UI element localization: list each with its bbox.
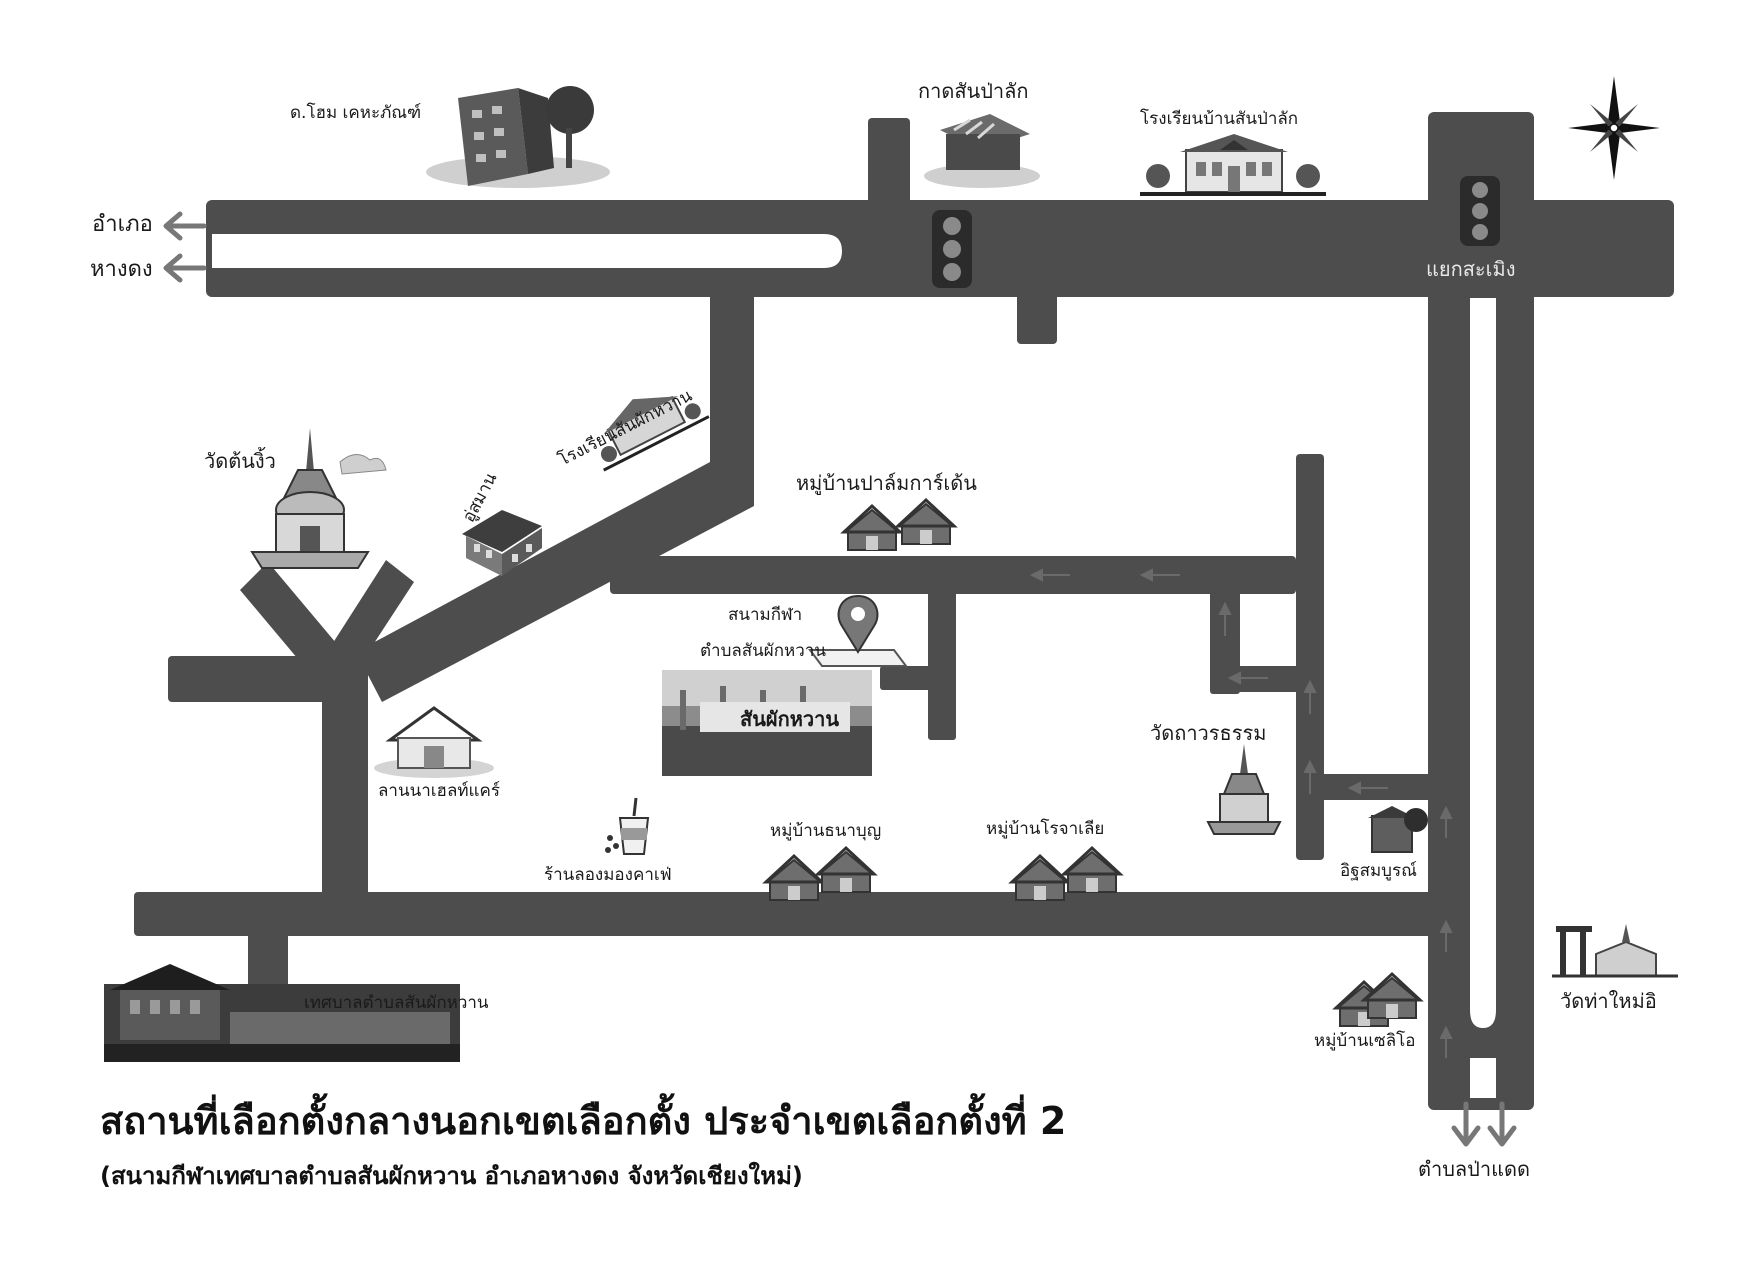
map-subtitle: (สนามกีฬาเทศบาลตำบลสันผักหวาน อำเภอหางดง… xyxy=(100,1161,803,1190)
arrow-left-icon xyxy=(1347,781,1388,795)
road-inner-vertical xyxy=(1296,454,1324,860)
direction-label-hangdong: หางดง xyxy=(90,257,153,282)
coffee-cup-icon xyxy=(605,797,650,855)
landmark-label-wat-thamai: วัดท่าใหม่อิ xyxy=(1560,989,1657,1013)
inner-loop-gap xyxy=(1240,594,1296,666)
landmark-label-homepro: ด.โฮม เคหะภัณฑ์ xyxy=(290,102,421,123)
landmark-label-stadium-line1: สนามกีฬา xyxy=(728,605,802,625)
landmark-label-lanna-health: ลานนาเฮลท์แคร์ xyxy=(378,781,500,801)
traffic-light-icon xyxy=(1460,176,1500,246)
house-icon xyxy=(1008,853,1072,901)
road-west xyxy=(168,656,368,702)
municipality-photo xyxy=(104,964,460,1062)
market-stall-icon xyxy=(924,114,1040,188)
landmark-label-market: กาดสันป่าลัก xyxy=(918,79,1029,103)
road-y-arm-right xyxy=(322,560,414,680)
road-stub-south xyxy=(1017,290,1057,344)
median-right xyxy=(1470,298,1496,1028)
landmark-label-municipality: เทศบาลตำบลสันผักหวาน xyxy=(304,993,489,1013)
landmark-label-stadium-line2: ตำบลสันผักหวาน xyxy=(700,641,826,661)
stadium-photo xyxy=(662,670,872,776)
arrow-left-icon xyxy=(1139,568,1180,582)
direction-label-amphoe: อำเภอ xyxy=(92,212,153,237)
arrow-up-icon xyxy=(1439,919,1453,952)
landmark-label-palm-garden: หมู่บ้านปาล์มการ์เด้น xyxy=(796,471,977,496)
house-icon xyxy=(762,853,826,901)
arrow-up-icon xyxy=(1439,805,1453,838)
arrow-south-icon xyxy=(1451,1101,1481,1147)
school-icon xyxy=(1140,134,1326,196)
temple-stupa-icon xyxy=(250,428,387,569)
road-middle xyxy=(610,556,1296,594)
road-medians xyxy=(212,234,1496,1098)
compass-rose-icon xyxy=(1568,76,1660,180)
house-icon xyxy=(840,503,904,551)
direction-arrows xyxy=(1029,568,1453,1058)
location-pin-icon xyxy=(808,594,908,667)
landmark-label-school-sanpalak: โรงเรียนบ้านสันป่าลัก xyxy=(1140,108,1298,129)
arrow-up-icon xyxy=(1303,759,1317,794)
arrow-up-icon xyxy=(1439,1025,1453,1058)
arrow-left-icon xyxy=(1029,568,1070,582)
arrow-west-icon xyxy=(163,211,207,241)
landmark-label-wat-tonngio: วัดต้นงิ้ว xyxy=(204,447,276,473)
landmark-label-rojaliang: หมู่บ้านโรจาเลีย xyxy=(986,818,1104,839)
house-icon xyxy=(814,845,878,893)
landmark-label-thanaboon: หมู่บ้านธนาบุญ xyxy=(770,821,881,841)
intersection-label: แยกสะเมิง xyxy=(1426,257,1515,281)
median-right-bottom xyxy=(1470,1058,1496,1098)
traffic-light-icon xyxy=(932,210,972,288)
road-north-branch xyxy=(868,118,910,208)
arrow-west-icon xyxy=(163,253,207,283)
direction-label-south: ตำบลป่าแดด xyxy=(1418,1157,1530,1181)
road-bottom-main xyxy=(134,892,1452,936)
landmark-label-wat-thawon: วัดถาวรธรรม xyxy=(1150,721,1266,745)
landmark-label-serio: หมู่บ้านเซลิโอ xyxy=(1314,1030,1415,1051)
landmark-label-irisomboon: อิฐสมบูรณ์ xyxy=(1340,861,1417,881)
road-diagonal xyxy=(356,294,754,702)
road-stadium-spur xyxy=(880,666,936,690)
shop-building-icon xyxy=(1368,806,1428,853)
arrow-up-icon xyxy=(1218,601,1232,636)
arrow-south-icon xyxy=(1487,1101,1517,1147)
clinic-building-icon xyxy=(374,706,494,778)
house-icon xyxy=(894,497,958,545)
map-title: สถานที่เลือกตั้งกลางนอกเขตเลือกตั้ง ประจ… xyxy=(100,1093,1066,1143)
arrow-up-icon xyxy=(1303,679,1317,714)
stadium-sign-text: สันผักหวาน xyxy=(740,707,839,731)
temple-gate-icon xyxy=(1552,924,1678,978)
arrow-left-icon xyxy=(1227,671,1268,685)
landmark-label-cafe: ร้านลองมองคาเฟ่ xyxy=(544,865,672,885)
house-icon xyxy=(1360,971,1424,1019)
median-top xyxy=(212,234,842,268)
road-y-vertical xyxy=(322,660,368,908)
temple-stupa-icon xyxy=(1206,744,1282,835)
road-diagonal-vertical xyxy=(710,290,754,490)
house-icon xyxy=(1060,845,1124,893)
garage-icon xyxy=(462,510,542,576)
school-icon xyxy=(600,395,710,472)
exit-arrows xyxy=(163,211,1517,1147)
building-icon xyxy=(426,86,610,188)
road-municipality-stub xyxy=(248,930,288,992)
road-stadium-access xyxy=(928,590,956,740)
